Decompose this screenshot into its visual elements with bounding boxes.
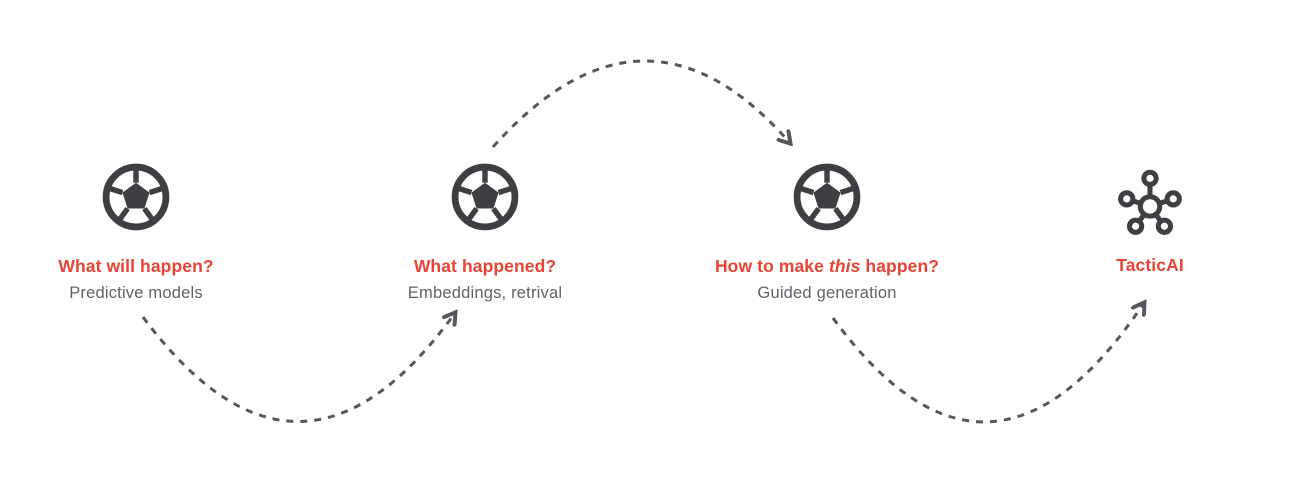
stage-embeddings-retrieval: What happened? Embeddings, retrival [315,163,655,303]
stage-subtitle: Predictive models [69,284,203,302]
soccer-ball-icon [451,163,519,231]
stage-title: TacticAI [1116,255,1184,275]
soccer-ball-icon [102,163,170,231]
emphasized-word: this [828,256,861,276]
soccer-ball-icon [793,163,861,231]
stage-title: What will happen? [58,256,214,276]
stage-subtitle: Guided generation [757,284,897,302]
arrow-bottom-guided-to-tacticai [831,303,1144,424]
stage-predictive-models: What will happen? Predictive models [0,163,306,303]
stage-tacticai: TacticAI [980,163,1292,276]
arrow-top-what-happened-to-how [491,59,790,149]
stage-guided-generation: How to make this happen? Guided generati… [657,163,997,303]
arrow-bottom-predictive-to-embeddings [141,313,455,423]
stage-title: How to make this happen? [714,256,940,276]
graph-network-icon [1118,169,1182,235]
stage-subtitle: Embeddings, retrival [407,284,563,302]
stage-title: What happened? [413,256,557,276]
